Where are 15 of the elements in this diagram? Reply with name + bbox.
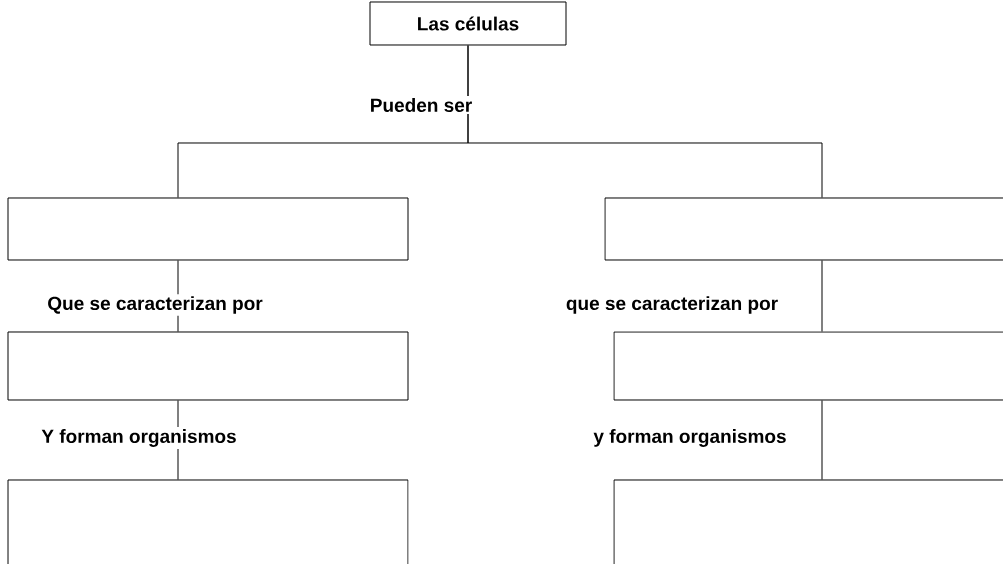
text-box: Las células bbox=[369, 1, 567, 46]
empty-box bbox=[604, 197, 1003, 261]
connector-line bbox=[467, 45, 823, 198]
empty-box bbox=[7, 331, 409, 401]
empty-box bbox=[7, 197, 409, 261]
empty-box bbox=[7, 479, 409, 564]
empty-box bbox=[613, 479, 1003, 564]
empty-box bbox=[613, 331, 1003, 401]
edge-label: Que se caracterizan por bbox=[45, 294, 265, 316]
edge-label: Y forman organismos bbox=[39, 427, 239, 449]
edge-label: que se caracterizan por bbox=[563, 294, 781, 316]
connector-line bbox=[821, 400, 823, 480]
edge-label: y forman organismos bbox=[591, 427, 789, 449]
edge-label: Pueden ser bbox=[367, 96, 475, 114]
connector-line bbox=[821, 260, 823, 332]
